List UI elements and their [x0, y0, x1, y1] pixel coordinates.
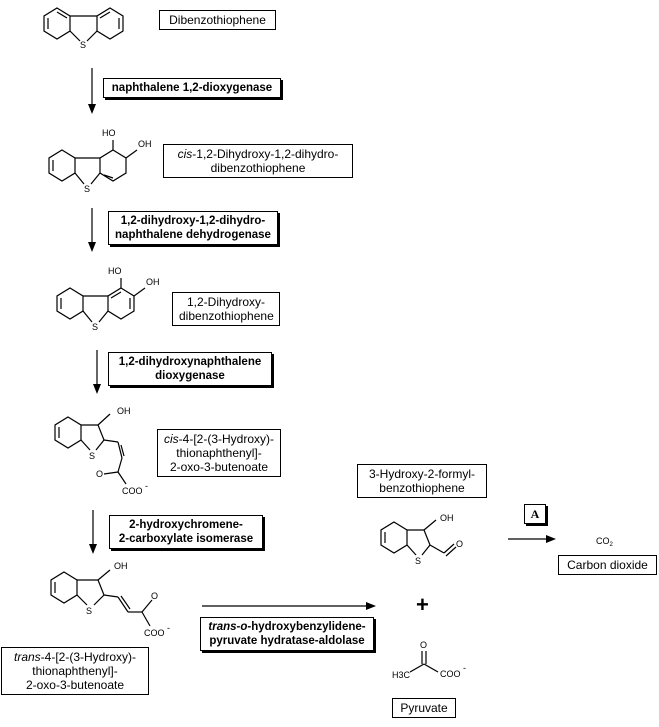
plus-sign: +	[416, 592, 429, 617]
arrow-step-2	[88, 208, 96, 252]
structure-pyruvate	[409, 651, 439, 673]
compound-label-pyruvate: Pyruvate	[392, 698, 456, 718]
atom-oh: OH	[138, 139, 152, 149]
structure-dibenzothiophene	[43, 7, 124, 42]
atom-s: S	[415, 556, 421, 566]
arrow-step-3	[93, 350, 101, 394]
enzyme-label-hydratase-aldolase: trans-o-hydroxybenzylidene- pyruvate hyd…	[200, 617, 374, 651]
atom-oh: OH	[117, 406, 131, 416]
structure-cis-dihydrodiol	[48, 140, 138, 185]
enzyme-label-chromene-isomerase: 2-hydroxychromene- 2-carboxylate isomera…	[109, 515, 263, 549]
enzyme-label-naphthalene-dioxygenase: naphthalene 1,2-dioxygenase	[103, 78, 281, 98]
atom-oh: OH	[440, 513, 454, 523]
atom-oh: OH	[114, 561, 128, 571]
enzyme-label-dihydrodiol-dehydrogenase: 1,2-dihydroxy-1,2-dihydro- naphthalene d…	[108, 211, 278, 245]
compound-label-hydroxyformylbenzothiophene: 3-Hydroxy-2-formyl- benzothiophene	[357, 464, 487, 498]
arrow-step-4	[89, 510, 97, 554]
co2-formula: CO2	[596, 536, 614, 548]
arrow-step-a	[508, 535, 556, 543]
atom-s: S	[89, 451, 95, 461]
structure-hydroxyformylbenzothiophene	[380, 519, 457, 557]
atom-ho: HO	[108, 266, 122, 276]
atom-o: O	[456, 539, 463, 549]
atom-h3c: H3C	[392, 670, 411, 680]
atom-o: O	[420, 640, 427, 650]
arrow-step-1	[88, 68, 96, 114]
atom-oh: OH	[146, 277, 160, 287]
structure-cis-butenoate	[54, 413, 127, 485]
atom-o: O	[96, 469, 103, 479]
atom-s: S	[84, 184, 90, 194]
atom-ho: HO	[102, 128, 116, 138]
atom-s: S	[80, 40, 86, 50]
atom-o: O	[151, 591, 158, 601]
structure-trans-butenoate	[50, 569, 153, 627]
atom-minus: -	[167, 623, 170, 633]
compound-label-dibenzothiophene: Dibenzothiophene	[159, 10, 276, 30]
compound-label-cis-butenoate: cis-4-[2-(3-Hydroxy)- thionaphthenyl]- 2…	[157, 429, 281, 477]
compound-label-cis-dihydrodiol: cis-1,2-Dihydroxy-1,2-dihydro- dibenzoth…	[163, 144, 353, 178]
compound-label-dihydroxy-dibenzothiophene: 1,2-Dihydroxy- dibenzothiophene	[172, 292, 280, 326]
step-a-box: A	[524, 504, 546, 524]
structure-dihydroxy-dibenzothiophene	[56, 278, 146, 323]
atom-s: S	[86, 606, 92, 616]
compound-label-trans-butenoate: trans-4-[2-(3-Hydroxy)- thionaphthenyl]-…	[1, 647, 149, 695]
atom-coo: COO	[440, 669, 461, 679]
atom-minus: -	[463, 663, 466, 673]
arrow-step-5	[202, 602, 376, 610]
atom-minus: -	[145, 481, 148, 491]
atom-coo: COO	[144, 628, 165, 638]
atom-s: S	[92, 322, 98, 332]
compound-label-carbon-dioxide: Carbon dioxide	[558, 555, 657, 575]
enzyme-label-dihydroxynaphthalene-dioxygenase: 1,2-dihydroxynaphthalene dioxygenase	[108, 352, 272, 386]
atom-coo: COO	[122, 486, 143, 496]
